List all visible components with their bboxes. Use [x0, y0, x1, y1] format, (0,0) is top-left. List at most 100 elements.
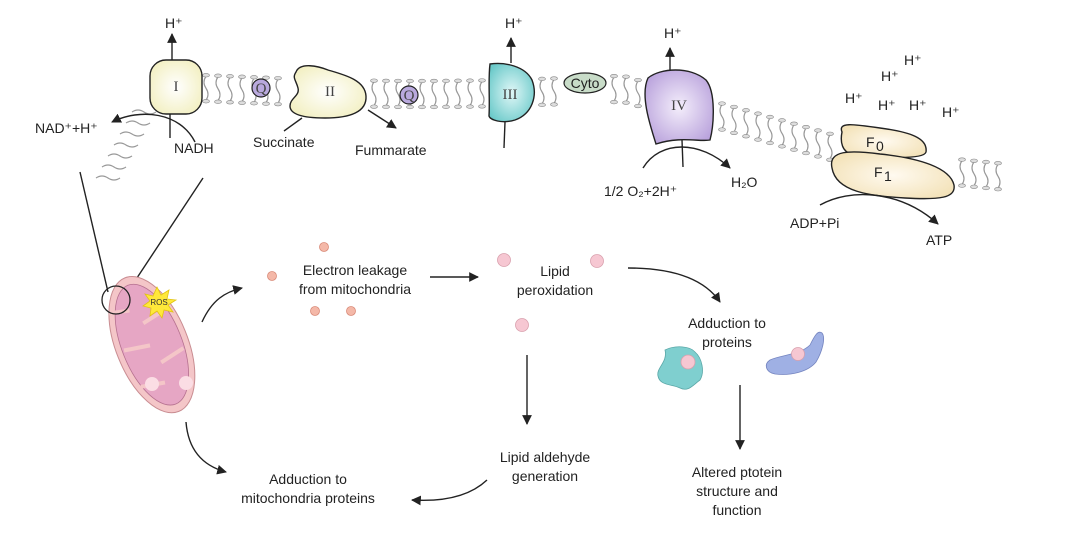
- arrow-aldehyde-to-adduction-mito: [411, 479, 488, 506]
- phospholipid: [983, 162, 989, 188]
- phospholipid-head: [994, 187, 1002, 192]
- phospholipid: [215, 76, 221, 102]
- phospholipid-head: [250, 101, 258, 106]
- svg-text:1: 1: [884, 168, 892, 184]
- water-label: H₂O: [731, 174, 758, 190]
- label-lipid-aldehyde: Lipid aldehyde generation: [500, 449, 591, 484]
- phospholipid-head: [958, 157, 966, 162]
- phospholipid: [551, 79, 557, 104]
- lipid-bilayer: [95, 73, 1002, 192]
- phospholipid: [467, 81, 473, 106]
- cytochrome-c: Cyto: [563, 72, 607, 94]
- arrow-mito-to-leakage: [201, 285, 243, 323]
- phospholipid-head: [742, 134, 750, 139]
- phospholipid-head: [202, 99, 210, 104]
- phospholipid-head: [958, 183, 966, 188]
- svg-text:Altered ptotein: Altered ptotein: [692, 464, 782, 480]
- phospholipid: [623, 77, 629, 103]
- phospholipid: [827, 134, 833, 160]
- phospholipid-head: [262, 75, 270, 80]
- phospholipid-head: [814, 154, 822, 159]
- nadh-label: NADH: [174, 140, 214, 156]
- complex-iv: IV H⁺ 1/2 O₂+2H⁺ H₂O: [604, 25, 758, 199]
- phospholipid-head: [274, 102, 282, 107]
- phospholipid: [479, 81, 485, 106]
- phospholipid-head: [790, 121, 798, 126]
- phospholipid-head: [454, 78, 462, 83]
- phospholipid: [113, 142, 139, 148]
- svg-text:H⁺: H⁺: [881, 68, 899, 84]
- phospholipid: [719, 104, 725, 129]
- phospholipid: [815, 131, 821, 156]
- complex-i: I H⁺ NAD⁺+H⁺ NADH: [35, 15, 214, 156]
- phospholipid: [395, 81, 401, 107]
- phospholipid-head: [766, 140, 774, 146]
- phospholipid-head: [226, 100, 234, 105]
- svg-text:mitochondria proteins: mitochondria proteins: [241, 490, 375, 506]
- arrow-peroxidation-to-adduction: [627, 267, 721, 303]
- ubiquinone-1: Q: [251, 78, 271, 98]
- phospholipid: [971, 161, 977, 187]
- phospholipid-head: [634, 77, 642, 83]
- phospholipid-head: [982, 185, 990, 191]
- phospholipid: [95, 175, 121, 181]
- phospholipid-head: [538, 102, 546, 107]
- phospholipid: [227, 76, 233, 102]
- svg-text:Lipid: Lipid: [540, 263, 570, 279]
- fumarate-label: Fummarate: [355, 142, 427, 158]
- phospholipid-head: [418, 78, 426, 84]
- phospholipid: [791, 124, 797, 150]
- phospholipid-head: [550, 76, 558, 81]
- phospholipid: [431, 81, 437, 107]
- phospholipid: [611, 76, 617, 102]
- phospholipid-head: [718, 127, 726, 132]
- proton-label-iv: H⁺: [664, 25, 682, 41]
- phospholipid-head: [802, 150, 810, 156]
- phospholipid-head: [814, 128, 822, 133]
- phospholipid-head: [622, 74, 630, 79]
- svg-text:0: 0: [876, 138, 884, 154]
- phospholipid-head: [610, 74, 618, 79]
- svg-text:F: F: [874, 164, 883, 180]
- label-adduction-proteins: Adduction to proteins: [688, 315, 766, 350]
- ros-burst-icon: ROS: [142, 286, 178, 319]
- phospholipid-head: [418, 104, 426, 110]
- svg-text:IV: IV: [671, 98, 687, 114]
- svg-text:proteins: proteins: [702, 334, 752, 350]
- phospholipid-head: [238, 100, 246, 105]
- phospholipid-head: [274, 76, 282, 81]
- phospholipid-head: [394, 78, 402, 84]
- phospholipid-head: [970, 158, 978, 163]
- proton-label-iii: H⁺: [505, 15, 523, 31]
- phospholipid-head: [442, 78, 450, 83]
- electron-dots: [267, 242, 356, 316]
- svg-text:H⁺: H⁺: [909, 97, 927, 113]
- phospholipid: [203, 75, 209, 101]
- proton-cluster: H⁺ H⁺ H⁺ H⁺ H⁺ H⁺: [845, 52, 960, 120]
- svg-text:Q: Q: [256, 81, 267, 97]
- phospholipid-head: [214, 73, 222, 78]
- complex-i-label: I: [174, 79, 179, 95]
- phospholipid-head: [370, 104, 378, 109]
- svg-text:II: II: [325, 84, 335, 100]
- svg-text:H⁺: H⁺: [878, 97, 896, 113]
- phospholipid-head: [442, 104, 450, 109]
- phospholipid-head: [202, 73, 210, 78]
- phospholipid: [995, 163, 1001, 189]
- phospholipid-head: [466, 78, 474, 83]
- proton-label-i: H⁺: [165, 15, 183, 31]
- svg-text:H⁺: H⁺: [904, 52, 922, 68]
- protein-blue: [765, 331, 824, 375]
- phospholipid-head: [766, 114, 774, 120]
- phospholipid-head: [382, 78, 390, 83]
- phospholipid-head: [730, 130, 738, 136]
- phospholipid: [779, 121, 785, 146]
- phospholipid: [743, 110, 749, 136]
- label-electron-leakage: Electron leakage from mitochondria: [299, 262, 411, 297]
- svg-text:H⁺: H⁺: [845, 90, 863, 106]
- phospholipid-head: [430, 78, 438, 84]
- phospholipid-head: [970, 184, 978, 189]
- phospholipid-head: [994, 161, 1002, 166]
- label-altered-protein: Altered ptotein structure and function: [692, 464, 782, 518]
- phospholipid-head: [718, 101, 726, 106]
